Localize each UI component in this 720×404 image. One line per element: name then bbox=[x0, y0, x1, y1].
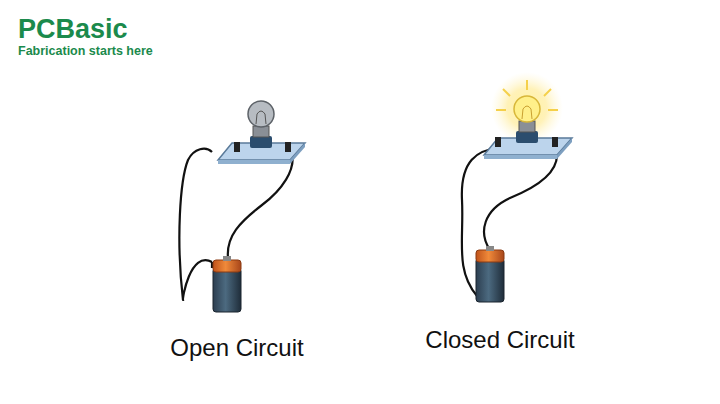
terminal bbox=[234, 142, 240, 152]
light-rays bbox=[496, 80, 558, 110]
light-bulb bbox=[514, 96, 540, 122]
battery bbox=[213, 268, 241, 312]
diagram-caption: Open Circuit bbox=[170, 334, 303, 362]
terminal bbox=[495, 137, 501, 147]
bulb-glow bbox=[491, 72, 563, 144]
light-bulb bbox=[248, 101, 274, 127]
battery bbox=[476, 258, 504, 302]
terminal bbox=[552, 137, 558, 147]
closed-circuit bbox=[462, 72, 572, 302]
wire bbox=[228, 152, 293, 258]
diagram-caption: Closed Circuit bbox=[425, 326, 574, 354]
brand-tagline: Fabrication starts here bbox=[18, 44, 153, 58]
open-circuit bbox=[179, 101, 305, 312]
terminal bbox=[285, 142, 291, 152]
wire bbox=[179, 149, 212, 300]
brand-logo: PCBasic bbox=[18, 14, 128, 45]
wire bbox=[484, 148, 557, 250]
